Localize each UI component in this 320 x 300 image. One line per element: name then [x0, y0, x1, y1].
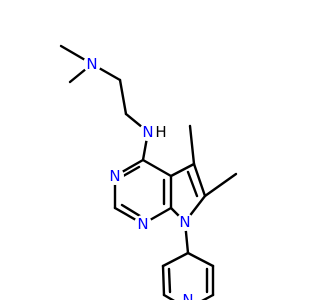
molecule-canvas: N N H N N N N	[59, 44, 238, 300]
bond	[203, 172, 238, 198]
pyrimidine-nitrogen-top: N	[106, 167, 124, 185]
atom-label: N	[179, 213, 190, 231]
atom-label: N	[182, 291, 193, 300]
pyrimidine-nitrogen-bottom: N	[134, 215, 152, 233]
bond	[192, 162, 207, 198]
pyridine-nitrogen: N	[179, 291, 197, 300]
bond	[186, 170, 199, 198]
atom-label: N	[109, 167, 120, 185]
bond	[188, 124, 196, 166]
bonds	[59, 44, 238, 300]
molecule-structure: N N H N N N N	[59, 44, 238, 300]
bond	[169, 162, 196, 178]
bond	[162, 293, 175, 300]
hydrogen-label: H	[155, 123, 166, 141]
bond	[167, 267, 172, 294]
bond	[141, 158, 173, 178]
bond	[161, 264, 166, 297]
bond	[201, 293, 215, 300]
amine-nitrogen: N	[83, 55, 101, 73]
atom-label: N	[137, 215, 148, 233]
bond	[161, 251, 190, 268]
atom-label: N	[142, 123, 153, 141]
pyrrole-nitrogen: N	[176, 213, 194, 231]
bond	[118, 78, 128, 116]
bond	[120, 203, 142, 218]
bond	[186, 251, 215, 268]
nh-nitrogen: N H	[139, 123, 167, 141]
atom-label: N	[86, 55, 97, 73]
atom-labels: N N H N N N N	[83, 55, 197, 300]
